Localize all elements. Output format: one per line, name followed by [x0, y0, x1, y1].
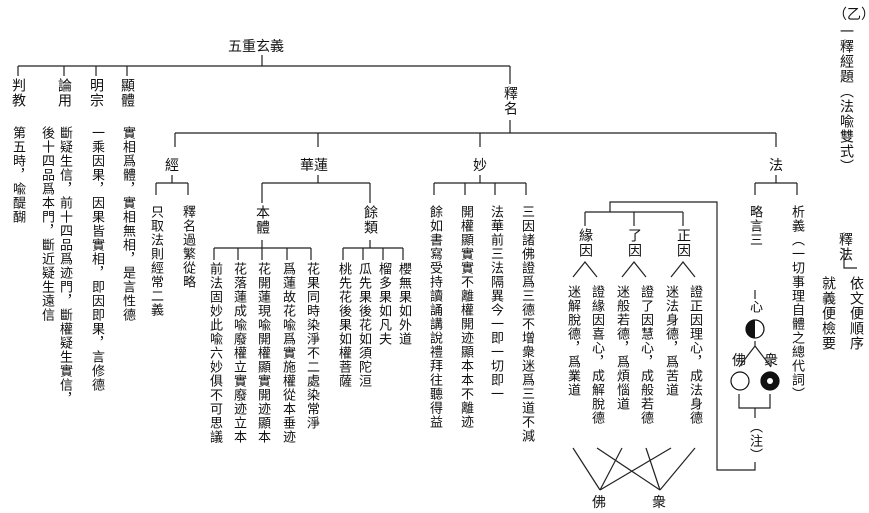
dharma-mind: 心 [747, 300, 762, 314]
wondrous-item: 三因諸佛證爲三德不增衆迷爲三道不減 [519, 205, 534, 443]
filled-circle-icon [760, 371, 780, 391]
side-title: 一釋經題（法喩雙式） [838, 24, 854, 174]
branch-text: 一乘因果，因果皆實相，即因即果，言修德 [89, 126, 104, 392]
cause-text: 迷法身德，爲苦道 [663, 285, 678, 397]
dharma-buddha: 佛 [732, 353, 746, 369]
cause-text: 證正因理心，成法身德 [687, 285, 702, 425]
branch-explain-name: 釋名 [502, 86, 518, 116]
sutra-item: 釋名過繁從略 [180, 205, 195, 289]
lotus-metaphor-item: 櫻無果如外道 [396, 262, 411, 346]
part-lotus: 華蓮 [300, 158, 328, 174]
half-filled-circle-icon [745, 319, 765, 339]
lotus-metaphor: 餘類 [362, 205, 378, 235]
part-sutra: 經 [165, 158, 179, 174]
side-method: 釋法 [837, 232, 853, 262]
branch-text: 實相爲體，實相無相，是言性德 [120, 126, 135, 322]
cause-text: 證了因慧心，成般若德 [638, 285, 653, 425]
dharma-brief: 略言三 [747, 205, 762, 247]
cause-text: 迷解脫德，爲業道 [565, 285, 580, 397]
part-dharma: 法 [769, 158, 783, 174]
branch-text: 第五時，喩醍醐 [10, 126, 25, 224]
branch-discuss-function: 論用 [56, 78, 72, 108]
bottom-beings: 衆 [652, 495, 666, 511]
section-label: （乙） [833, 7, 869, 23]
dharma-analyze: 析義（一切事理自體之總代詞） [789, 205, 804, 401]
bottom-buddha: 佛 [592, 495, 606, 511]
lotus-metaphor-item: 瓜先果後花如須陀洹 [356, 262, 371, 388]
lotus-essence-item: 爲蓮故花喩爲實施權從本垂迹 [280, 262, 295, 444]
branch-clarify-doctrine: 明宗 [88, 78, 104, 108]
cause-proper: 正因 [675, 228, 691, 258]
side-method-item: 依文便順序 [848, 276, 864, 351]
branch-explain-body: 顯體 [119, 78, 135, 108]
dharma-note: （注） [747, 420, 762, 462]
lotus-essence-item: 花落蓮成喩廢權立實廢迹立本 [231, 262, 246, 444]
cause-text: 證緣因喜心，成解脫德 [589, 285, 604, 425]
lotus-essence-item: 花開蓮現喩開權顯實開迹顯本 [255, 262, 270, 444]
branch-text: 斷疑生信，前十四品爲迹門，斷權疑生實信， [57, 126, 72, 406]
cause-text: 迷般若德，爲煩惱道 [614, 285, 629, 411]
dharma-beings: 衆 [764, 353, 778, 369]
cause-understanding: 了因 [626, 228, 642, 258]
root-title: 五重玄義 [228, 39, 284, 55]
part-wondrous: 妙 [473, 158, 487, 174]
lotus-essence: 本體 [254, 205, 270, 235]
lotus-metaphor-item: 桃先花後果如權菩薩 [336, 262, 351, 388]
sutra-item: 只取法則經常二義 [148, 205, 163, 317]
lotus-metaphor-item: 榴多果如凡夫 [376, 262, 391, 346]
cause-conditional: 緣因 [577, 228, 593, 258]
side-method-item: 就義便檢要 [820, 276, 836, 351]
lotus-essence-item: 花果同時染淨不二處染常淨 [304, 262, 319, 430]
wondrous-item: 開權顯實實不離權開迹顯本本不離迹 [458, 205, 473, 429]
wondrous-item: 法華前三法隔異今一即一切即一 [488, 205, 503, 401]
lotus-essence-item: 前法固妙此喩六妙俱不可思議 [207, 262, 222, 444]
wondrous-item: 餘如書寫受持讀誦講說禮拜往聽得益 [427, 205, 442, 429]
branch-text: 後十四品爲本門，斷近疑生遠信 [39, 126, 54, 322]
branch-judge-teaching: 判教 [10, 78, 26, 108]
empty-circle-icon [730, 371, 750, 391]
